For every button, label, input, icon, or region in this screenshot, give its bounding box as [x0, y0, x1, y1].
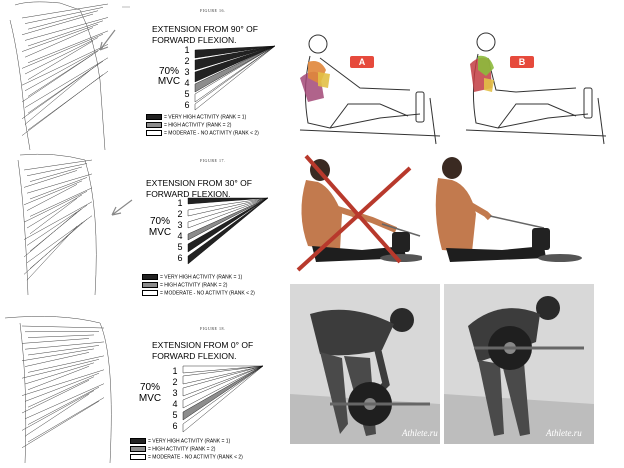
watermark-1: Athlete.ru	[401, 428, 438, 438]
rank-4: 4	[172, 399, 178, 409]
cross-line-1	[304, 154, 402, 264]
rank-1: 1	[172, 366, 178, 376]
fan-wedge-6	[194, 45, 276, 111]
rank-5: 5	[177, 242, 183, 252]
mvc-label-pct: 70%	[149, 216, 170, 227]
legend-moderate: = MODERATE - NO ACTIVITY (RANK < 2)	[146, 130, 259, 137]
legend-moderate: = MODERATE - NO ACTIVITY (RANK < 2)	[130, 454, 243, 461]
legend-very-high: = VERY HIGH ACTIVITY (RANK = 1)	[142, 274, 242, 281]
bent-over-row-photo-2: Athlete.ru	[444, 284, 594, 444]
rank-5: 5	[184, 89, 190, 99]
fan-wedge-4	[187, 197, 269, 241]
fan-wedge-1	[182, 365, 264, 374]
legend-high: = HIGH ACTIVITY (RANK = 2)	[130, 446, 215, 453]
legend-moderate: = MODERATE - NO ACTIVITY (RANK < 2)	[142, 290, 255, 297]
rank-4: 4	[177, 231, 183, 241]
rank-2: 2	[177, 209, 183, 219]
bent-over-row-photo-1: Athlete.ru	[290, 284, 440, 444]
rank-6: 6	[172, 421, 178, 431]
legend-high: = HIGH ACTIVITY (RANK = 2)	[146, 122, 231, 129]
fan-wedge-2	[182, 365, 264, 385]
rank-5: 5	[172, 410, 178, 420]
rowing-illustration-a	[299, 34, 441, 145]
rank-3: 3	[172, 388, 178, 398]
mvc-label: MVC	[138, 393, 162, 404]
cross-line-2	[296, 166, 412, 272]
emg-fan-1	[194, 45, 276, 111]
fan-wedge-1	[194, 45, 276, 59]
fan-wedge-1	[187, 197, 269, 205]
watermark-2: Athlete.ru	[545, 428, 582, 438]
fan-wedge-4	[182, 365, 264, 409]
figure-title-line1: EXTENSION FROM 90° OF	[152, 24, 258, 34]
fan-wedge-2	[194, 45, 276, 71]
rank-4: 4	[184, 78, 190, 88]
fan-wedge-3	[187, 197, 269, 229]
emg-fan-2	[187, 197, 269, 265]
figure-title-line1: EXTENSION FROM 30° OF	[146, 178, 252, 188]
rank-6: 6	[184, 100, 190, 110]
mvc-label: MVC	[148, 227, 172, 238]
emg-fan-3	[182, 365, 264, 433]
fan-wedge-5	[187, 197, 269, 253]
figure-title-line2: FORWARD FLEXION.	[152, 351, 237, 361]
rank-1: 1	[177, 198, 183, 208]
figure-title-line2: FORWARD FLEXION.	[146, 189, 231, 199]
anatomy-diagram-2	[17, 153, 133, 296]
label-badge-b: B	[510, 56, 534, 68]
fan-wedge-4	[194, 45, 276, 93]
figure-label: FIGURE 16.	[200, 8, 226, 13]
rank-1: 1	[184, 45, 190, 55]
legend-very-high: = VERY HIGH ACTIVITY (RANK = 1)	[146, 114, 246, 121]
fan-wedge-2	[187, 197, 269, 217]
figure-label: FIGURE 17.	[200, 158, 226, 163]
cable-row-photo-correct	[432, 154, 582, 272]
anatomy-diagram-3	[4, 316, 112, 464]
figure-title-line1: EXTENSION FROM 0° OF	[152, 340, 254, 350]
mvc-label-pct: 70%	[158, 66, 179, 77]
rank-2: 2	[184, 56, 190, 66]
rowing-illustration-b	[465, 32, 607, 145]
mvc-label-pct: 70%	[139, 382, 160, 393]
cable-row-photo-wrong	[292, 154, 422, 272]
rank-3: 3	[177, 220, 183, 230]
figure-title-line2: FORWARD FLEXION.	[152, 35, 237, 45]
legend-very-high: = VERY HIGH ACTIVITY (RANK = 1)	[130, 438, 230, 445]
fan-wedge-6	[182, 365, 264, 433]
anatomy-diagram-1	[9, 1, 130, 150]
mvc-label: MVC	[157, 76, 181, 87]
fan-wedge-5	[182, 365, 264, 421]
rank-3: 3	[184, 67, 190, 77]
fan-wedge-5	[194, 45, 276, 103]
rank-6: 6	[177, 253, 183, 263]
fan-wedge-6	[187, 197, 269, 265]
fan-wedge-3	[194, 45, 276, 83]
legend-high: = HIGH ACTIVITY (RANK = 2)	[142, 282, 227, 289]
rank-2: 2	[172, 377, 178, 387]
fan-wedge-3	[182, 365, 264, 397]
label-badge-a: A	[350, 56, 374, 68]
figure-label: FIGURE 18.	[200, 326, 226, 331]
